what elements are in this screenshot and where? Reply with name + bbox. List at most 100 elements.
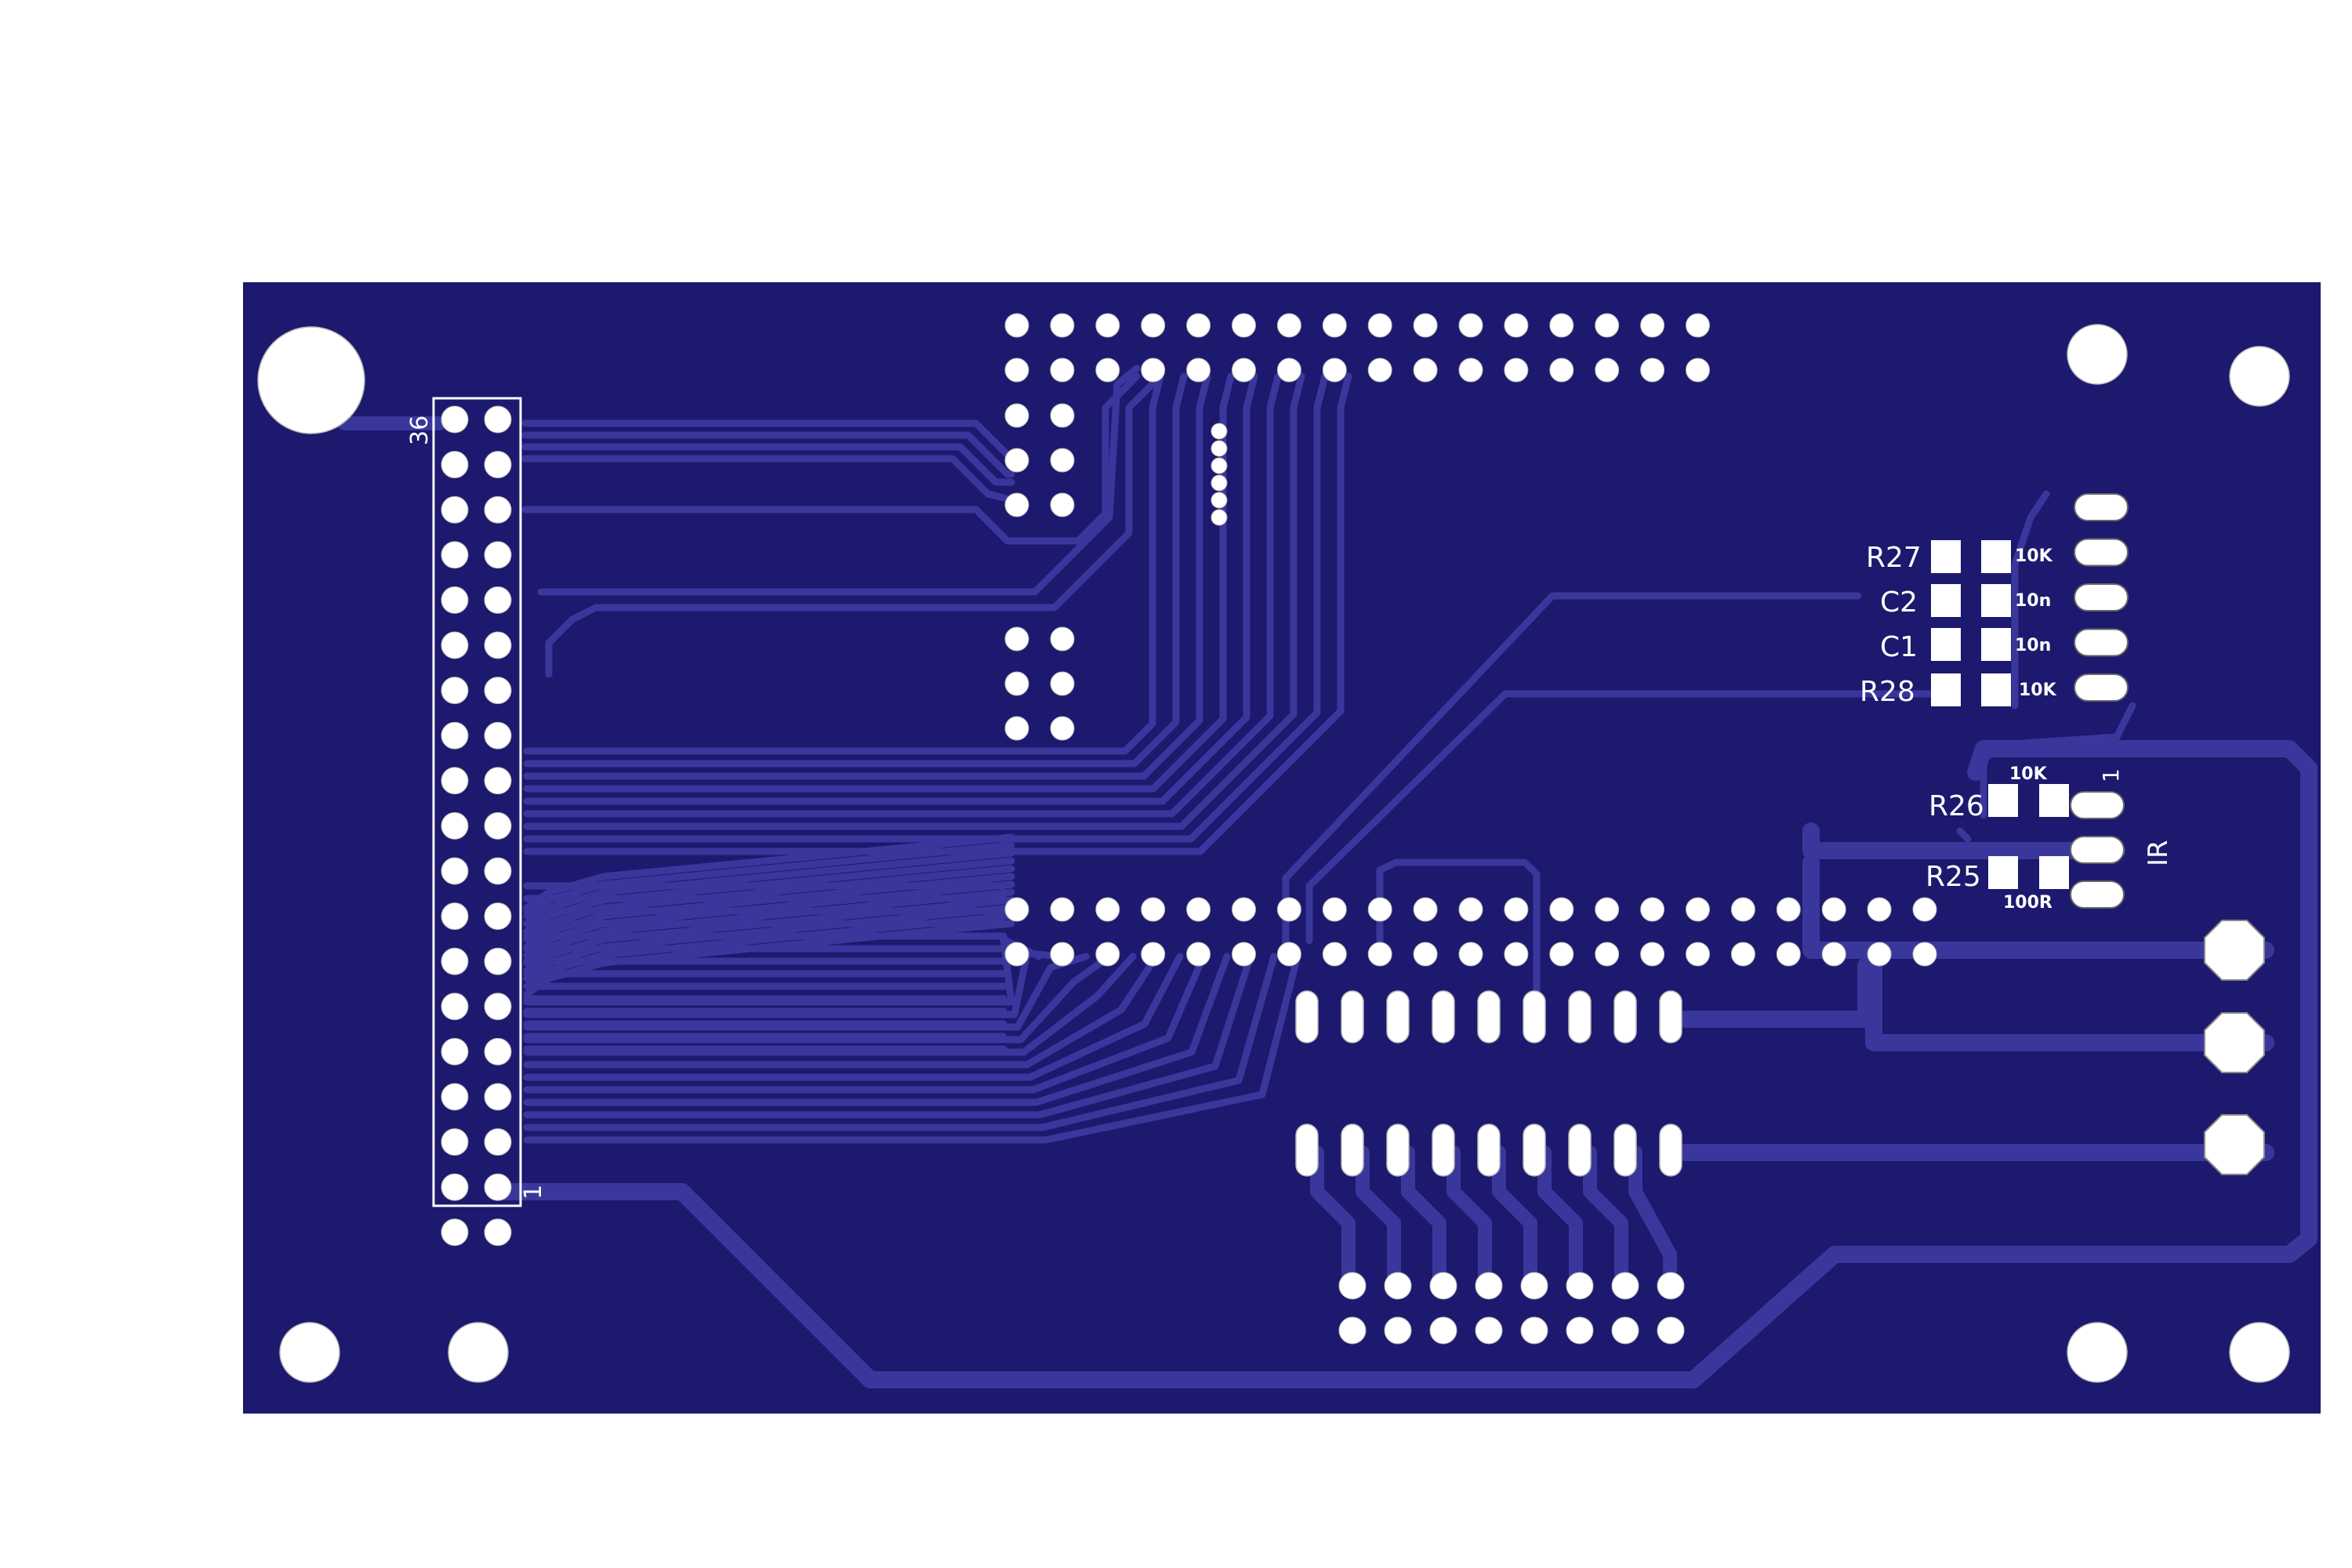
mounting-hole <box>2229 346 2290 407</box>
pad <box>1686 897 1710 922</box>
r25-value: 100R <box>2003 893 2053 913</box>
copper-trace <box>523 857 1015 935</box>
copper-trace <box>523 949 1066 1018</box>
pad <box>1520 1316 1548 1345</box>
oblong-pad <box>2070 880 2125 909</box>
copper-trace <box>523 953 1113 1044</box>
copper-trace <box>523 880 1015 959</box>
copper-trace <box>523 953 1137 1056</box>
pad <box>1611 1272 1639 1300</box>
oblong-pad <box>1659 1123 1682 1177</box>
pad <box>484 947 512 975</box>
pad <box>1322 358 1347 383</box>
pad <box>1050 492 1075 517</box>
pad <box>1232 358 1256 383</box>
pad <box>1549 942 1574 967</box>
pad <box>1475 1272 1503 1300</box>
r26-label: R26 <box>1929 790 1984 822</box>
smd-pad <box>1981 584 2011 617</box>
mounting-hole <box>2067 1322 2128 1383</box>
oblong-pad <box>1523 990 1546 1044</box>
pad <box>441 721 469 750</box>
octagonal-pad <box>2204 1114 2265 1175</box>
pad <box>1413 358 1438 383</box>
copper-trace <box>537 365 1141 596</box>
pad <box>1640 897 1665 922</box>
copper-trace <box>523 372 1258 805</box>
pad <box>1141 897 1166 922</box>
oblong-pad <box>2074 538 2129 567</box>
copper-trace <box>1537 1145 1583 1289</box>
octagonal-pad <box>2204 920 2265 981</box>
copper-trace <box>521 455 1023 506</box>
pad <box>1276 897 1301 922</box>
silkscreen-labels: 36 1 R27 C2 C1 R28 10K 10n 10n 10K R26 R… <box>406 416 2174 1200</box>
r27-label: R27 <box>1866 542 1922 574</box>
ir-label: IR <box>2143 840 2174 866</box>
pad <box>1095 897 1120 922</box>
pad <box>1912 942 1937 967</box>
oblong-pad <box>2074 493 2129 521</box>
pad <box>1050 626 1075 652</box>
pad <box>484 857 512 885</box>
pad <box>1050 358 1075 383</box>
copper-traces <box>303 365 2318 1388</box>
smd-pad <box>1931 673 1961 706</box>
copper-trace <box>1492 1145 1537 1289</box>
pad <box>1004 358 1029 383</box>
pad <box>441 1083 469 1111</box>
pad <box>1367 942 1392 967</box>
pad <box>1549 358 1574 383</box>
pad <box>1504 942 1529 967</box>
pad <box>484 902 512 931</box>
pad <box>484 495 512 524</box>
ir-pin1-label: 1 <box>2098 768 2124 782</box>
copper-trace <box>1628 1145 1677 1289</box>
pad <box>484 811 512 840</box>
pad <box>1232 897 1256 922</box>
oblong-pad <box>1386 1123 1410 1177</box>
smd-pad <box>1931 628 1961 661</box>
pad <box>1141 358 1166 383</box>
pad <box>484 721 512 750</box>
pad <box>1095 313 1120 338</box>
oblong-pad <box>1295 1123 1319 1177</box>
header-pin-1-label: 1 <box>520 1185 547 1200</box>
pad <box>1549 897 1574 922</box>
pad <box>1367 313 1392 338</box>
oblong-pad <box>1341 990 1364 1044</box>
pad <box>1730 897 1755 922</box>
pad <box>1504 897 1529 922</box>
pad <box>1141 942 1166 967</box>
copper-trace <box>523 372 1235 793</box>
smd-pad <box>2039 856 2069 889</box>
copper-trace <box>523 912 1015 990</box>
pad <box>484 451 512 479</box>
smd-pad <box>1981 540 2011 573</box>
pad <box>1050 313 1075 338</box>
pad <box>1657 1272 1685 1300</box>
c1-label: C1 <box>1880 631 1918 663</box>
pad <box>1413 897 1438 922</box>
pad <box>484 631 512 659</box>
copper-trace <box>523 953 1184 1081</box>
c2-value: 10n <box>2015 591 2051 611</box>
pad <box>484 405 512 434</box>
header-outline <box>432 397 522 1207</box>
pad <box>441 586 469 614</box>
pad <box>1549 313 1574 338</box>
pad <box>441 1218 469 1247</box>
copper-trace <box>1310 1145 1356 1289</box>
pad <box>1050 897 1075 922</box>
pad <box>1186 358 1211 383</box>
pad <box>1458 313 1483 338</box>
copper-trace <box>523 372 1305 830</box>
copper-trace <box>1356 1145 1401 1289</box>
pad <box>1210 492 1228 509</box>
pad <box>1004 492 1029 517</box>
oblong-pad <box>1659 990 1682 1044</box>
pad <box>1276 313 1301 338</box>
oblong-pad <box>1477 1123 1501 1177</box>
copper-trace <box>523 888 1015 967</box>
